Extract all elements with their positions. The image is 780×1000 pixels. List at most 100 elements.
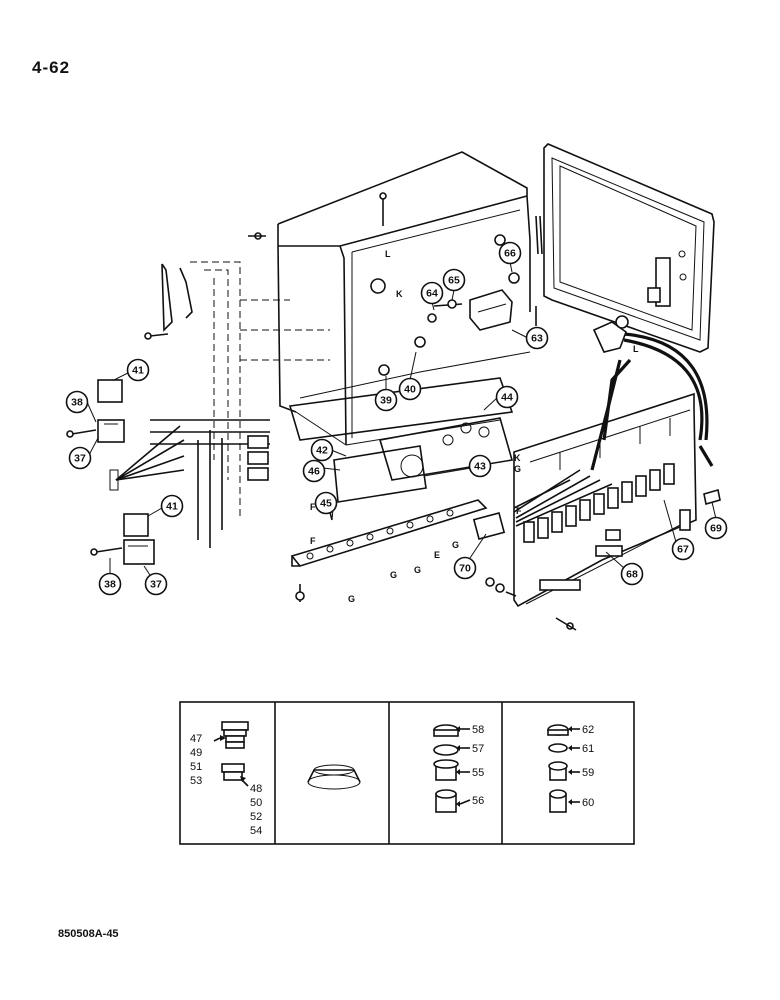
letter-marker-g: G [452,540,459,550]
callout-45: 45 [314,491,338,515]
callout-38: 38 [65,390,89,414]
screw-38-lower [90,547,123,556]
callout-circle [310,438,334,462]
inset-label-49: 49 [190,747,202,759]
callout-37: 37 [68,446,92,470]
leader-lines [86,261,717,576]
callout-circle [704,516,728,540]
callout-label: 42 [316,445,328,457]
inset-panel-fittings-a [433,724,471,813]
callout-circle [442,268,466,292]
callout-label: 40 [404,384,416,396]
inset-label-55: 55 [472,767,484,779]
callout-39: 39 [374,388,398,412]
letter-marker-k: K [514,453,521,463]
inset-label-54: 54 [250,825,262,837]
terminal-strip-plate [290,499,488,602]
callout-circle [453,556,477,580]
inner-plate [288,377,514,503]
callout-label: 41 [166,501,178,513]
callout-label: 69 [710,523,722,535]
letter-marker-f: F [310,502,316,512]
inset-label-53: 53 [190,775,202,787]
callout-64: 64 [420,281,444,305]
letter-marker-g: G [414,565,421,575]
connector-37-upper [97,419,125,443]
letter-marker-e: E [434,550,440,560]
letter-marker-f: F [310,536,316,546]
fasteners [144,232,520,376]
callout-70: 70 [453,556,477,580]
callout-68: 68 [620,562,644,586]
callout-label: 41 [132,365,144,377]
inset-label-59: 59 [582,767,594,779]
callout-40: 40 [398,377,422,401]
letter-marker-g: G [348,594,355,604]
board-screws [485,577,577,631]
inset-label-57: 57 [472,743,484,755]
callout-42: 42 [310,438,334,462]
letter-marker-g: G [514,464,521,474]
inset-label-62: 62 [582,724,594,736]
callout-label: 37 [74,453,86,465]
callout-label: 43 [474,461,486,473]
callout-label: 45 [320,498,332,510]
callout-circle [468,454,492,478]
callout-circle [420,281,444,305]
callout-circle [68,446,92,470]
inset-label-56: 56 [472,795,484,807]
inset-label-52: 52 [250,811,262,823]
callout-41: 41 [160,494,184,518]
callout-circle [98,572,122,596]
callout-65: 65 [442,268,466,292]
footer-code: 850508A-45 [58,928,119,940]
callout-41: 41 [126,358,150,382]
callout-63: 63 [525,326,549,350]
callout-label: 38 [104,579,116,591]
letter-marker-f: F [516,506,522,516]
letter-marker-l: L [385,249,391,259]
letter-marker-g: G [390,570,397,580]
part-69-clip [703,488,721,506]
callout-label: 37 [150,579,162,591]
callout-circle [374,388,398,412]
control-box-enclosure [277,151,531,446]
inset-label-47: 47 [190,733,202,745]
relay-41-lower [123,513,149,537]
page-number: 4-62 [32,58,71,77]
callout-circle [525,326,549,350]
door-with-gasket [543,143,715,353]
callout-label: 63 [531,333,543,345]
inset-labels: 47 49 51 53 48 50 52 54 58 57 55 56 62 6… [190,724,594,837]
inset-label-51: 51 [190,761,202,773]
inset-detail-box [179,701,635,845]
callout-circle [302,459,326,483]
inset-label-50: 50 [250,797,262,809]
callout-label: 46 [308,466,320,478]
callout-circle [620,562,644,586]
letter-marker-l: L [633,344,639,354]
inset-label-58: 58 [472,724,484,736]
callout-46: 46 [302,459,326,483]
callout-label: 67 [677,544,689,556]
door-pins [379,192,543,326]
callout-label: 64 [426,288,438,300]
callout-circle [398,377,422,401]
inset-label-48: 48 [250,783,262,795]
inset-label-60: 60 [582,797,594,809]
callout-69: 69 [704,516,728,540]
relay-41-upper [97,379,123,403]
callout-66: 66 [498,241,522,265]
callout-38: 38 [98,572,122,596]
callout-37: 37 [144,572,168,596]
inset-label-61: 61 [582,743,594,755]
callout-circle [671,537,695,561]
connector-plug [592,315,629,353]
screw-38-upper [66,429,97,438]
callout-67: 67 [671,537,695,561]
cable-bundle [513,332,714,527]
callout-label: 68 [626,569,638,581]
